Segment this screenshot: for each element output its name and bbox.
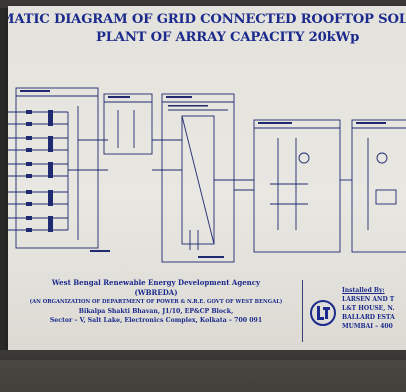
ac-distribution-box <box>253 119 341 253</box>
signboard-footer: West Bengal Renewable Energy Development… <box>8 276 406 350</box>
agency-block: West Bengal Renewable Energy Development… <box>10 278 302 325</box>
fuse-marks <box>26 110 53 232</box>
array-string-rows <box>8 111 68 231</box>
signboard: MATIC DIAGRAM OF GRID CONNECTED ROOFTOP … <box>8 6 406 350</box>
agency-address-line-1: Bikalpa Shakti Bhavan, J1/10, EP&CP Bloc… <box>78 308 234 315</box>
installer-line-3: BALLARD ESTA <box>342 314 395 321</box>
inverter-box <box>161 93 235 263</box>
footer-divider <box>302 280 303 342</box>
agency-name: West Bengal Renewable Energy Development… <box>51 278 261 287</box>
diagram-text-marks <box>20 90 386 258</box>
installer-line-4: MUMBAI – 400 <box>342 323 393 330</box>
installer-heading: Installed By: <box>342 287 385 294</box>
wall-top <box>0 0 406 8</box>
agency-address-line-2: Sector – V, Salt Lake, Electronics Compl… <box>49 317 263 324</box>
agency-abbreviation: (WBREDA) <box>134 288 178 297</box>
lt-logo-icon <box>310 300 336 326</box>
installer-line-1: LARSEN AND T <box>342 296 395 303</box>
schematic-diagram <box>8 87 406 263</box>
installer-line-2: L&T HOUSE, N. <box>342 305 395 312</box>
grid-metering-box <box>351 119 406 253</box>
agency-organization: (AN ORGANIZATION OF DEPARTMENT OF POWER … <box>29 299 283 305</box>
title-line-2: PLANT OF ARRAY CAPACITY 20kWp <box>96 30 360 45</box>
combiner-box <box>103 93 153 155</box>
array-junction-box <box>15 87 99 249</box>
installer-block: Installed By: LARSEN AND T L&T HOUSE, N.… <box>342 286 395 331</box>
title-line-1: MATIC DIAGRAM OF GRID CONNECTED ROOFTOP … <box>8 12 406 27</box>
floor-shadow <box>0 360 406 392</box>
